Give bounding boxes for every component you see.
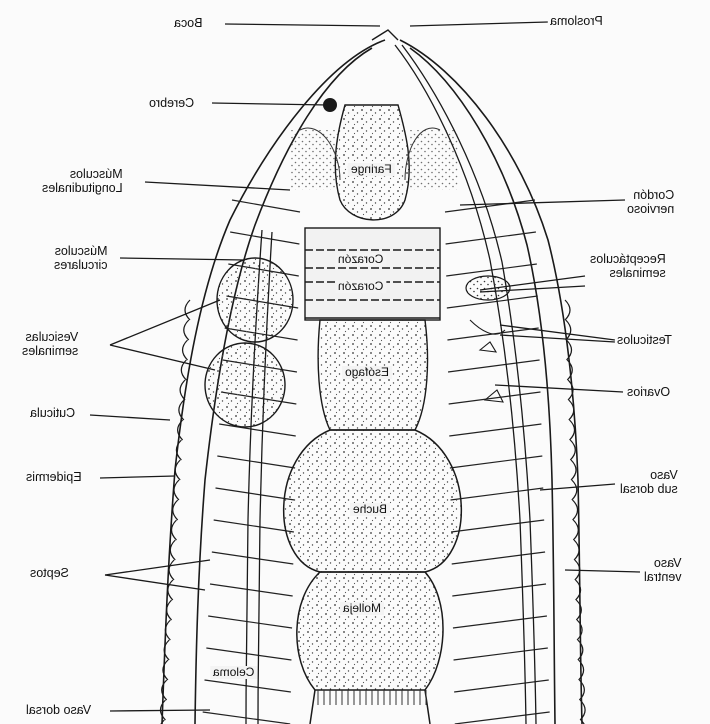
label-receptaculos-seminales: Receptáculos seminales — [588, 252, 668, 280]
label-cuticula: Cuticula — [28, 406, 77, 420]
label-boca: Boca — [172, 16, 205, 30]
label-prosloma: Prosloma — [548, 14, 605, 28]
label-faringe: Faringe — [348, 163, 395, 176]
ovarios-shapes — [470, 320, 505, 402]
label-esofago: Esófago — [342, 366, 392, 379]
label-vaso-sub-dorsal: Vaso sub dorsal — [618, 468, 680, 496]
buche-shape — [284, 430, 462, 572]
label-cerebro: Cerebro — [147, 96, 196, 110]
label-musculos-longitudinales: Músculos Longitudinales — [40, 167, 125, 195]
molleja-shape — [297, 572, 443, 690]
label-vaso-dorsal: Vaso dorsal — [24, 703, 93, 717]
label-ovarios: Ovarios — [625, 385, 672, 399]
vesiculas-seminales — [205, 258, 293, 427]
label-cordon-nervioso: Cordón nervioso — [625, 188, 676, 216]
label-testiculos: Testiculos — [615, 333, 674, 347]
label-corazon-2: Corazón — [335, 280, 386, 293]
label-molleja: Molleja — [340, 602, 384, 615]
label-epidermis: Epidermis — [24, 470, 84, 484]
label-vaso-ventral: Vaso ventral — [642, 556, 684, 584]
hearts — [305, 228, 440, 320]
label-buche: Buche — [350, 503, 390, 516]
label-corazon-1: Corazón — [335, 253, 386, 266]
label-vesiculas-seminales: Vesiculas seminales — [20, 330, 80, 358]
label-musculos-circulares: Músculos circulares — [52, 244, 110, 272]
label-septos: Septos — [28, 566, 71, 580]
receptaculos — [466, 276, 510, 300]
label-celoma: Celoma — [210, 666, 257, 679]
